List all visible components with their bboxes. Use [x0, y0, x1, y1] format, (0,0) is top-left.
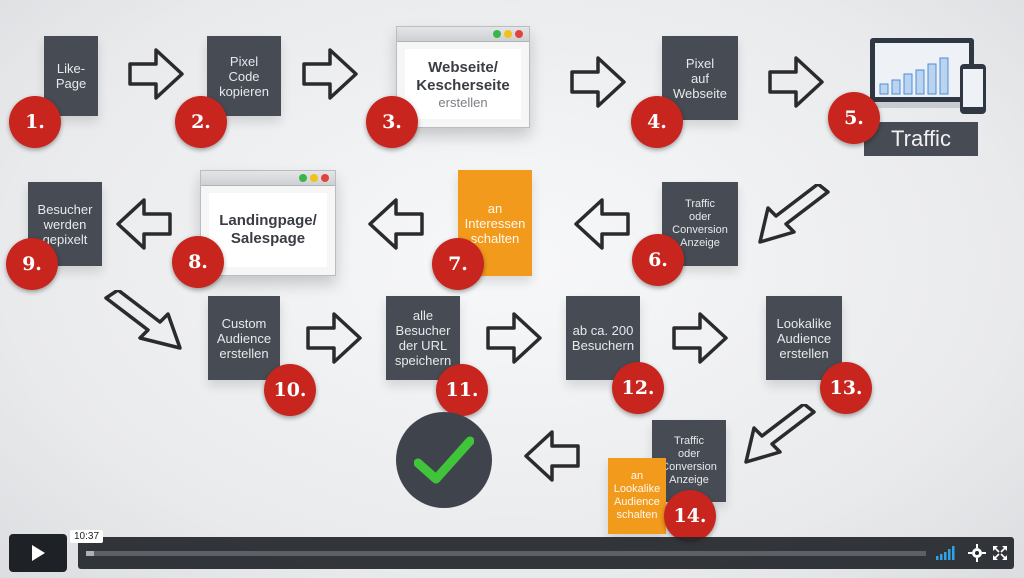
step-11-badge: 11. — [436, 364, 488, 416]
arrow-left-icon — [574, 198, 630, 250]
step-2-badge: 2. — [175, 96, 227, 148]
arrow-down-right-icon — [104, 290, 182, 350]
arrow-right-icon — [306, 312, 362, 364]
checkmark-icon — [414, 436, 474, 484]
step-10-badge: 10. — [264, 364, 316, 416]
step-6-badge: 6. — [632, 234, 684, 286]
step-4-badge: 4. — [631, 96, 683, 148]
step-14-badge: 14. — [664, 490, 716, 542]
step-3-badge: 3. — [366, 96, 418, 148]
checkmark-circle — [396, 412, 492, 508]
play-icon — [32, 545, 45, 561]
arrow-left-icon — [368, 198, 424, 250]
arrow-right-icon — [302, 48, 358, 100]
fullscreen-icon[interactable] — [992, 545, 1008, 561]
step-12-badge: 12. — [612, 362, 664, 414]
arrow-down-left-icon — [744, 404, 816, 464]
step-3-window: Webseite/ Kescherseite erstellen — [396, 26, 530, 128]
step-1-badge: 1. — [9, 96, 61, 148]
step-3-title: Webseite/ Kescherseite — [416, 58, 510, 94]
step-5-badge: 5. — [828, 92, 880, 144]
time-tooltip: 10:37 — [70, 530, 104, 543]
step-13-badge: 13. — [820, 362, 872, 414]
step-3-subtitle: erstellen — [438, 94, 488, 110]
step-8-title: Landingpage/ Salespage — [219, 212, 317, 247]
volume-icon[interactable] — [936, 546, 958, 560]
play-button[interactable] — [9, 534, 67, 572]
video-controls: 10:37 — [0, 528, 1024, 578]
progress-track[interactable] — [86, 551, 926, 556]
step-14-card: an Lookalike Audience schalten — [608, 458, 666, 534]
control-bar — [78, 537, 1014, 569]
step-5-label: Traffic — [864, 122, 978, 156]
gear-icon[interactable] — [968, 544, 986, 562]
step-2-card: Pixel Code kopieren — [207, 36, 281, 116]
arrow-right-icon — [128, 48, 184, 100]
progress-played — [86, 551, 94, 556]
step-12-card: ab ca. 200 Besuchern — [566, 296, 640, 380]
step-8-window: Landingpage/ Salespage — [200, 170, 336, 276]
step-8-badge: 8. — [172, 236, 224, 288]
step-9-badge: 9. — [6, 238, 58, 290]
arrow-right-icon — [672, 312, 728, 364]
arrow-right-icon — [768, 56, 824, 108]
arrow-right-icon — [570, 56, 626, 108]
arrow-right-icon — [486, 312, 542, 364]
arrow-left-icon — [116, 198, 172, 250]
step-7-badge: 7. — [432, 238, 484, 290]
step-13-card: Lookalike Audience erstellen — [766, 296, 842, 380]
step-11-card: alle Besucher der URL speichern — [386, 296, 460, 380]
laptop-chart-icon — [866, 38, 986, 114]
step-10-card: Custom Audience erstellen — [208, 296, 280, 380]
arrow-left-icon — [524, 430, 580, 482]
arrow-down-left-icon — [758, 184, 830, 244]
step-6-card: Traffic oder Conversion Anzeige — [662, 182, 738, 266]
